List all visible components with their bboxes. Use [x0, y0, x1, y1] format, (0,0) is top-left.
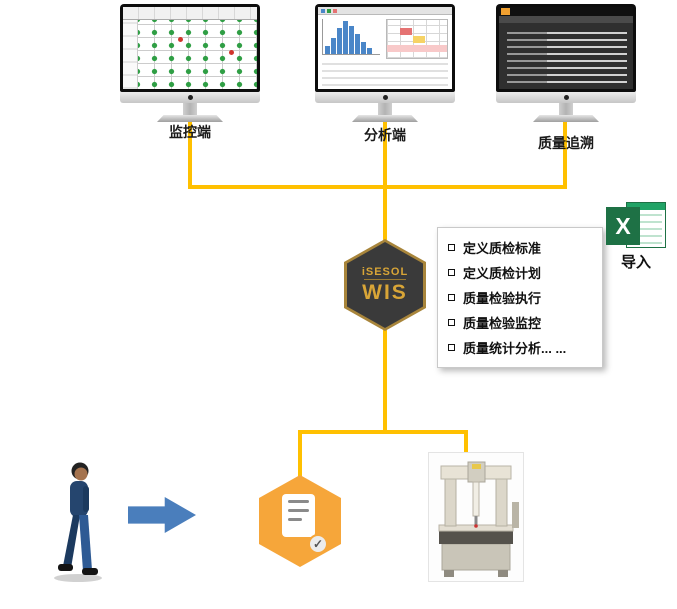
toolbar-icon [321, 8, 325, 13]
document-icon [282, 494, 315, 537]
check-badge-icon: ✓ [308, 534, 328, 554]
wis-logo-divider [364, 278, 406, 280]
excel-x-icon: X [606, 207, 640, 245]
monitor-screen [120, 4, 260, 92]
feature-label: 定义质检计划 [463, 266, 542, 281]
trace-titlebar [499, 7, 633, 16]
connector-bottom-bus [298, 430, 468, 434]
spc-table-header [123, 7, 257, 20]
connector-dochex-drop [298, 430, 302, 478]
wis-logo-line1: iSESOL [361, 265, 409, 278]
wis-logo: iSESOL WIS [344, 239, 426, 331]
monitor-stand-foot [533, 115, 599, 122]
wis-logo-line2: WIS [362, 280, 408, 304]
list-item: 质量检验执行 [448, 285, 592, 310]
analysis-screen-content [318, 7, 452, 89]
document-text-line [288, 509, 309, 512]
analysis-toolbar [318, 7, 452, 15]
feature-label: 质量检验监控 [463, 316, 542, 331]
list-item: 质量统计分析... ... [448, 335, 592, 360]
monitor-trace-label: 质量追溯 [538, 135, 594, 151]
table-cell-yellow [413, 36, 425, 43]
analysis-table [386, 19, 448, 59]
list-item: 定义质检标准 [448, 235, 592, 260]
monitor-screen [496, 4, 636, 92]
bullet-square-icon [448, 344, 455, 351]
trace-accent-tag [501, 8, 510, 15]
cmm-machine [428, 452, 524, 582]
toolbar-icon [333, 8, 337, 13]
bullet-square-icon [448, 294, 455, 301]
trace-screen-content [499, 7, 633, 89]
monitor-stand-neck [559, 103, 573, 115]
connector-monitor2-drop [383, 116, 387, 242]
bullet-square-icon [448, 244, 455, 251]
connector-wis-down [383, 329, 387, 432]
wis-hexagon-badge: iSESOL WIS [344, 239, 426, 331]
monitor-chin [496, 92, 636, 103]
inspection-doc-hexagon: ✓ [259, 475, 341, 567]
apple-logo-icon [563, 95, 569, 100]
worker-figure [46, 460, 110, 584]
feature-list-panel: 定义质检标准 定义质检计划 质量检验执行 质量检验监控 质量统计分析... ..… [437, 227, 603, 368]
trace-menubar [499, 16, 633, 23]
document-text-line [288, 518, 302, 521]
monitor-screen [315, 4, 455, 92]
monitor-chin [120, 92, 260, 103]
monitor-analysis [315, 4, 455, 122]
spc-screen-content [123, 7, 257, 89]
spc-row-labels [123, 20, 138, 89]
monitor-spc-label: 监控端 [169, 124, 211, 140]
bullet-square-icon [448, 319, 455, 326]
analysis-detail-rows [322, 61, 448, 86]
toolbar-icon [327, 8, 331, 13]
worker-illustration [54, 462, 102, 582]
table-cell-red [400, 28, 412, 35]
bullet-square-icon [448, 269, 455, 276]
connector-monitor3-drop [563, 116, 567, 187]
excel-icon: X [606, 200, 666, 252]
trace-text-indent [507, 31, 547, 83]
excel-import-label: 导入 [620, 254, 651, 271]
monitor-trace [496, 4, 636, 122]
feature-label: 质量检验执行 [463, 291, 542, 306]
connector-monitor1-drop [188, 116, 192, 187]
spc-red-dot [229, 50, 234, 55]
connector-top-bus [188, 185, 567, 189]
monitor-analysis-label: 分析端 [364, 127, 406, 143]
list-item: 质量检验监控 [448, 310, 592, 335]
feature-label: 定义质检标准 [463, 241, 542, 256]
monitor-stand-neck [378, 103, 392, 115]
monitor-spc [120, 4, 260, 122]
monitor-stand-foot [157, 115, 223, 122]
monitor-stand-foot [352, 115, 418, 122]
trace-text-lines [507, 29, 627, 83]
monitor-chin [315, 92, 455, 103]
table-row-pink [387, 45, 447, 52]
wis-hexagon-core [347, 242, 423, 328]
histogram-chart [322, 19, 380, 55]
apple-logo-icon [382, 95, 388, 100]
spc-red-dot [178, 37, 183, 42]
document-text-line [288, 500, 309, 503]
spc-dot-grid [138, 20, 257, 89]
monitor-stand-neck [183, 103, 197, 115]
flow-arrow-icon [128, 497, 196, 533]
feature-label: 质量统计分析... ... [463, 341, 567, 356]
list-item: 定义质检计划 [448, 260, 592, 285]
apple-logo-icon [187, 95, 193, 100]
connector-cmm-drop [464, 430, 468, 462]
cmm-illustration [428, 452, 524, 582]
